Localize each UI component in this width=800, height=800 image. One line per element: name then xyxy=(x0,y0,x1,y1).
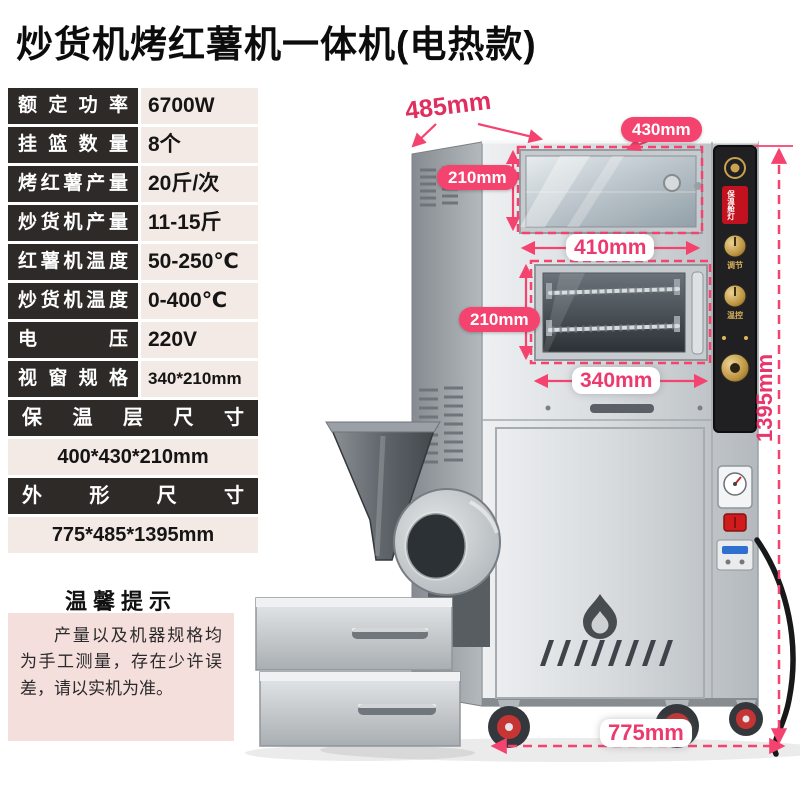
spec-label: 炒货机产量 xyxy=(8,205,138,241)
spec-label: 炒货机温度 xyxy=(8,283,138,319)
dim-warmer-width: 430mm xyxy=(621,117,702,142)
caster-wheel xyxy=(729,700,763,736)
spec-value: 11-15斤 xyxy=(141,205,258,241)
knob-label: 调节 xyxy=(727,260,743,270)
spec-row: 额定功率 6700W xyxy=(8,88,258,124)
brand-emblem xyxy=(724,157,746,179)
cabinet-latch xyxy=(694,182,702,190)
spec-section-value: 400*430*210mm xyxy=(8,439,258,475)
spec-row: 电压 220V xyxy=(8,322,258,358)
dim-oven-window-width: 340mm xyxy=(572,367,661,395)
dim-warmer-height: 210mm xyxy=(437,165,518,190)
roaster-hopper xyxy=(325,421,441,561)
panel-badge-label: 保温舱灯 xyxy=(726,189,735,222)
spec-value: 20斤/次 xyxy=(141,166,258,202)
spec-label: 电压 xyxy=(8,322,138,358)
tips-title: 温馨提示 xyxy=(64,589,177,614)
spec-row: 烤红薯产量 20斤/次 xyxy=(8,166,258,202)
spec-section-label: 外形尺寸 xyxy=(8,478,258,514)
mid-vent-slot xyxy=(545,404,703,413)
spec-value: 340*210mm xyxy=(141,361,258,397)
socket-panel xyxy=(716,539,754,571)
spec-label: 视窗规格 xyxy=(8,361,138,397)
spec-label: 挂篮数量 xyxy=(8,127,138,163)
tips-body: 产量以及机器规格均为手工测量，存在少许误差，请以实机为准。 xyxy=(20,626,222,698)
spec-row: 红薯机温度 50-250℃ xyxy=(8,244,258,280)
storage-drawers xyxy=(255,597,461,747)
spec-row: 挂篮数量 8个 xyxy=(8,127,258,163)
spec-row: 视窗规格 340*210mm xyxy=(8,361,258,397)
spec-value: 6700W xyxy=(141,88,258,124)
dim-machine-height: 1395mm xyxy=(752,353,777,442)
dim-machine-width: 775mm xyxy=(600,719,692,748)
page-title: 炒货机烤红薯机一体机(电热款) xyxy=(16,24,537,65)
control-panel: 保温舱灯 调节 温控 xyxy=(713,145,757,433)
dim-warmer-front-width: 410mm xyxy=(566,234,655,262)
spec-value: 8个 xyxy=(141,127,258,163)
oven-door-handle xyxy=(691,271,704,355)
spec-label: 额定功率 xyxy=(8,88,138,124)
cabinet-lamp xyxy=(663,174,681,192)
spec-label: 红薯机温度 xyxy=(8,244,138,280)
heating-rods xyxy=(546,279,680,336)
spec-table: 额定功率 6700W 挂篮数量 8个 烤红薯产量 20斤/次 炒货机产量 11-… xyxy=(8,88,258,553)
spec-row: 炒货机温度 0-400℃ xyxy=(8,283,258,319)
spec-label: 烤红薯产量 xyxy=(8,166,138,202)
spec-row: 炒货机产量 11-15斤 xyxy=(8,205,258,241)
panel-badge xyxy=(722,186,748,224)
timer-and-switch xyxy=(716,465,754,571)
spec-value: 50-250℃ xyxy=(141,244,258,280)
spec-section-label: 保温层尺寸 xyxy=(8,400,258,436)
spec-value: 0-400℃ xyxy=(141,283,258,319)
floor-shadow xyxy=(245,745,475,761)
warming-cabinet-window xyxy=(519,149,703,234)
spec-section-value: 775*485*1395mm xyxy=(8,517,258,553)
knob-label: 温控 xyxy=(727,310,743,320)
caster-wheel xyxy=(488,700,530,748)
spec-value: 220V xyxy=(141,322,258,358)
dim-oven-window-height: 210mm xyxy=(459,307,540,332)
oven-window xyxy=(534,264,708,361)
tips-box: 产量以及机器规格均为手工测量，存在少许误差，请以实机为准。 xyxy=(8,613,234,741)
